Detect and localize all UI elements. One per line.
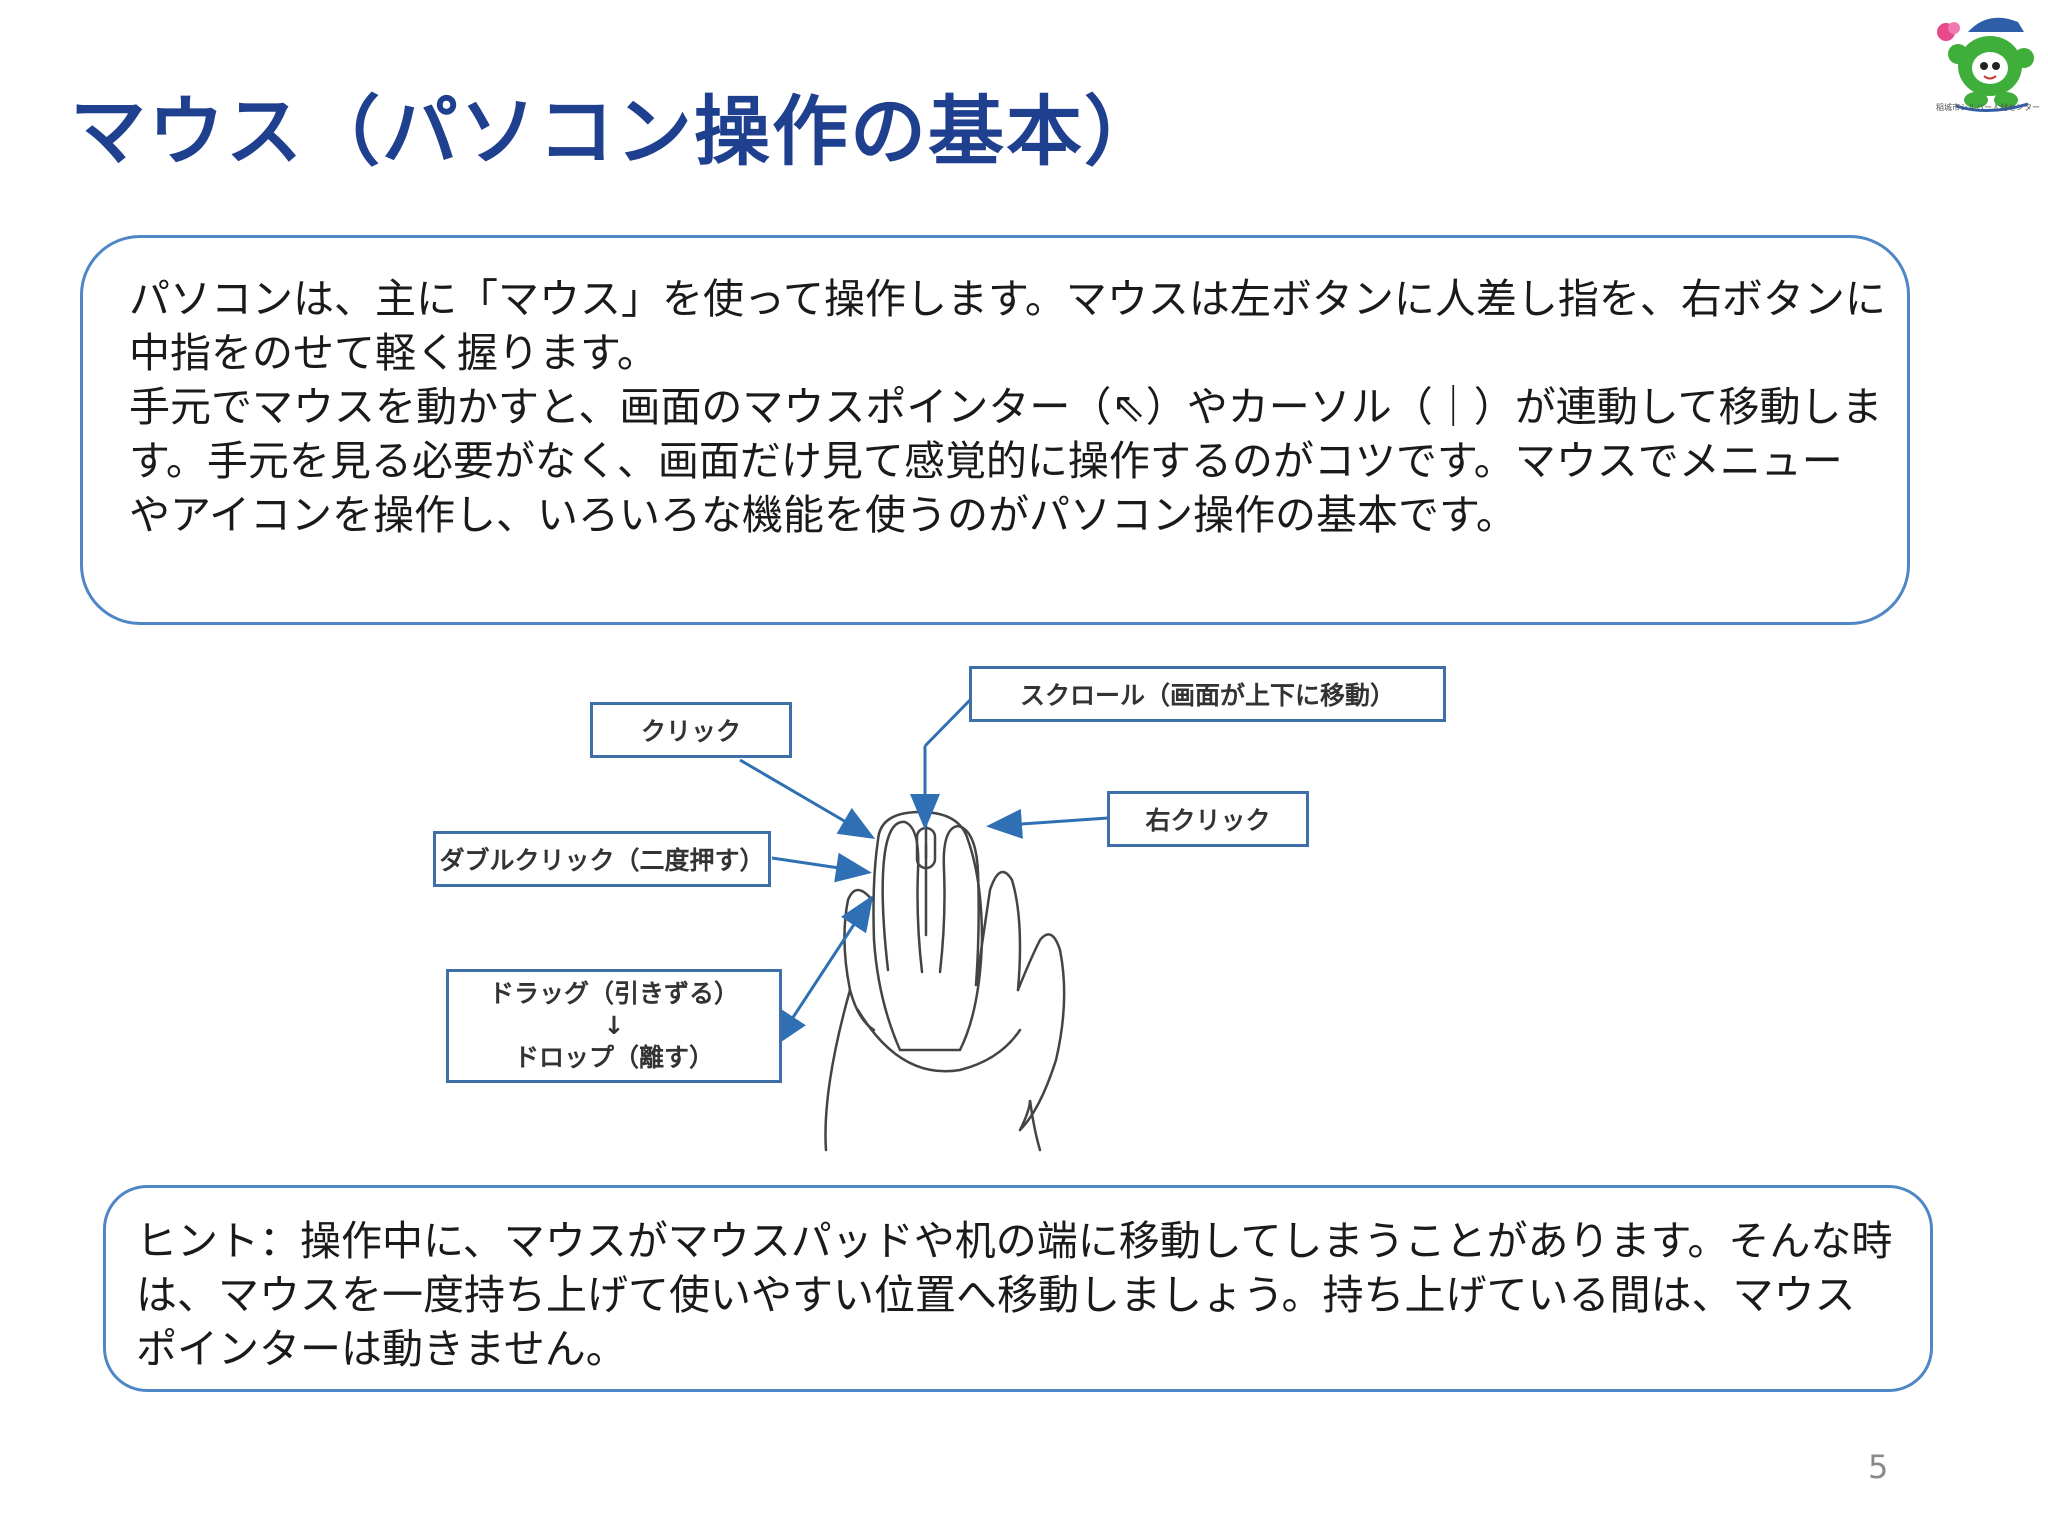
main-text-line: 中指をのせて軽く握ります。 [129,329,658,377]
label-right-click: 右クリック [1107,791,1309,847]
main-explanation-box: パソコンは、主に「マウス」を使って操作します。マウスは左ボタンに人差し指を、右ボ… [80,235,1910,625]
logo-caption: 稲城市シルバー人材センター [1936,103,2040,112]
label-scroll: スクロール（画面が上下に移動） [969,666,1446,722]
hint-box: ヒント：操作中に、マウスがマウスパッドや机の端に移動してしまうことがあります。そ… [103,1185,1933,1392]
main-text-line: 手元でマウスを動かすと、画面のマウスポインター（⇖）やカーソル（｜）が連動して移… [129,383,1883,431]
label-drag-and-drop: ドラッグ（引きずる） ↓ ドロップ（離す） [446,969,782,1083]
hand-on-mouse-illustration [824,810,1066,1152]
main-text-line: す。手元を見る必要がなく、画面だけ見て感覚的に操作するのがコツです。マウスでメニ… [129,437,1843,485]
annotation-arrows [739,696,1109,1048]
label-drop: ドロップ（離す） [513,1043,714,1072]
label-double-click: ダブルクリック（二度押す） [433,831,771,887]
hint-text-line: は、マウスを一度持ち上げて使いやすい位置へ移動しましょう。持ち上げている間は、マ… [136,1271,1856,1319]
main-text-line: やアイコンを操作し、いろいろな機能を使うのがパソコン操作の基本です。 [129,491,1517,539]
hint-text-line: ポインターは動きません。 [136,1325,627,1373]
hint-text-line: ヒント：操作中に、マウスがマウスパッドや机の端に移動してしまうことがあります。そ… [136,1217,1893,1265]
label-click: クリック [590,702,792,758]
slide-title: マウス（パソコン操作の基本） [70,87,1162,176]
page-number: 5 [1868,1448,1889,1486]
label-drag: ドラッグ（引きずる） [488,979,739,1008]
mascot-logo [1937,17,2034,113]
main-text-line: パソコンは、主に「マウス」を使って操作します。マウスは左ボタンに人差し指を、右ボ… [129,275,1886,323]
down-arrow-icon: ↓ [603,1011,625,1040]
